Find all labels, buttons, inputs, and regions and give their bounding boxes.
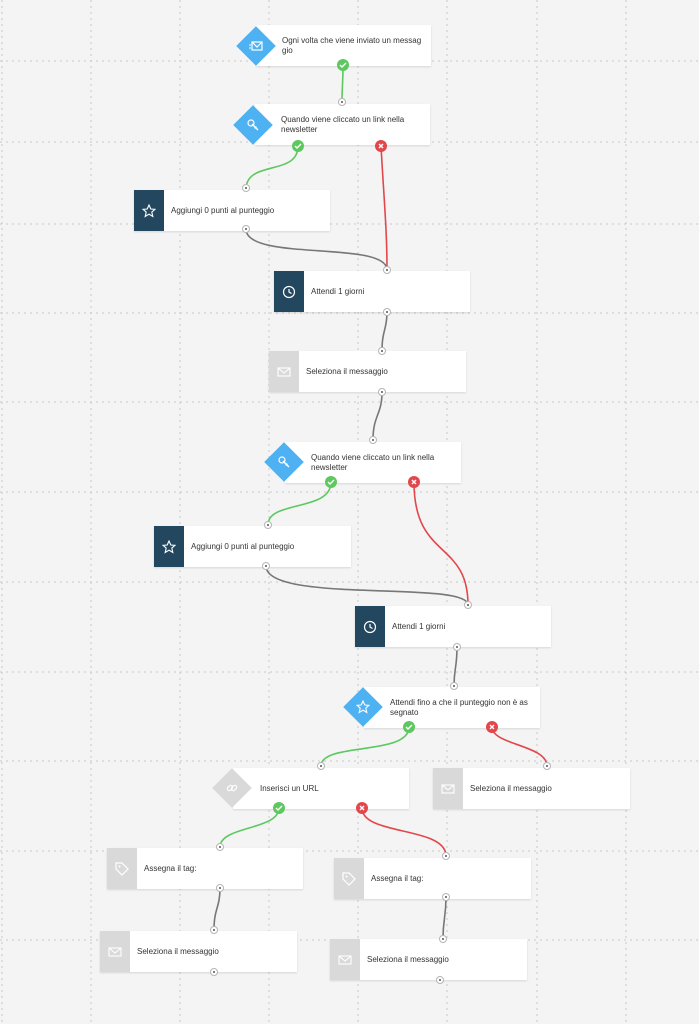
yes-check-icon[interactable]: [292, 140, 304, 152]
clock-icon: [363, 620, 377, 633]
node-label: Quando viene cliccato un link nella news…: [311, 452, 435, 472]
connection-port[interactable]: [453, 643, 461, 651]
node-label: Attendi fino a che il punteggio non è as…: [390, 697, 528, 717]
action-icon-box: [100, 931, 130, 972]
connection-port[interactable]: [436, 976, 444, 984]
condition-diamond[interactable]: [212, 768, 252, 808]
connection-port[interactable]: [543, 762, 551, 770]
no-cross-icon[interactable]: [486, 721, 498, 733]
clock-icon: [282, 285, 296, 298]
action-icon-box: [330, 939, 360, 980]
connection-port[interactable]: [264, 521, 272, 529]
yes-check-icon[interactable]: [273, 802, 285, 814]
connection-port[interactable]: [378, 347, 386, 355]
node-label: Seleziona il messaggio: [470, 783, 552, 793]
connection-port[interactable]: [464, 601, 472, 609]
node-label: Assegna il tag:: [144, 863, 197, 873]
condition-insert-url[interactable]: Inserisci un URL: [233, 768, 409, 809]
connection-port[interactable]: [450, 682, 458, 690]
mail-icon: [108, 946, 122, 957]
link-icon: [218, 774, 246, 802]
action-icon-box: [134, 190, 164, 231]
star-icon: [349, 693, 377, 721]
condition-link-click[interactable]: Quando viene cliccato un link nella news…: [255, 104, 430, 145]
star-icon: [162, 539, 176, 554]
no-cross-icon[interactable]: [356, 802, 368, 814]
no-cross-icon[interactable]: [375, 140, 387, 152]
connection-port[interactable]: [210, 968, 218, 976]
tag-icon: [342, 871, 356, 886]
no-cross-icon[interactable]: [408, 476, 420, 488]
action-icon-box: [433, 768, 463, 809]
connection-port[interactable]: [216, 843, 224, 851]
mail-icon: [277, 366, 291, 377]
node-label: Attendi 1 giorni: [311, 286, 365, 296]
mail-icon: [338, 954, 352, 965]
node-label: Assegna il tag:: [371, 873, 424, 883]
connection-port[interactable]: [442, 893, 450, 901]
node-label: Inserisci un URL: [260, 783, 319, 793]
action-assign-tag-2[interactable]: Assegna il tag:: [334, 858, 531, 899]
node-label: Attendi 1 giorni: [392, 621, 446, 631]
condition-link-click-2[interactable]: Quando viene cliccato un link nella news…: [285, 442, 461, 483]
node-label: Ogni volta che viene inviato un messag g…: [282, 35, 422, 55]
action-icon-box: [154, 526, 184, 567]
action-icon-box: [355, 606, 385, 647]
condition-wait-score[interactable]: Attendi fino a che il punteggio non è as…: [364, 687, 540, 728]
action-icon-box: [274, 271, 304, 312]
action-add-points-2[interactable]: Aggiungi 0 punti al punteggio: [154, 526, 351, 567]
condition-diamond[interactable]: [233, 105, 273, 145]
action-select-message-4[interactable]: Seleziona il messaggio: [330, 939, 527, 980]
connection-port[interactable]: [369, 436, 377, 444]
connection-port[interactable]: [317, 762, 325, 770]
connection-port[interactable]: [383, 266, 391, 274]
action-icon-box: [107, 848, 137, 889]
link-click-icon: [239, 111, 267, 139]
trigger-diamond[interactable]: [236, 26, 276, 66]
action-wait-days-2[interactable]: Attendi 1 giorni: [355, 606, 551, 647]
action-select-message-3[interactable]: Seleziona il messaggio: [100, 931, 297, 972]
condition-diamond[interactable]: [343, 687, 383, 727]
action-assign-tag[interactable]: Assegna il tag:: [107, 848, 303, 889]
connection-port[interactable]: [442, 852, 450, 860]
star-icon: [142, 203, 156, 218]
node-label: Aggiungi 0 punti al punteggio: [191, 541, 295, 551]
node-label: Seleziona il messaggio: [306, 366, 388, 376]
connection-port[interactable]: [262, 562, 270, 570]
mail-send-icon: [242, 32, 270, 60]
condition-diamond[interactable]: [264, 442, 304, 482]
connection-port[interactable]: [439, 935, 447, 943]
connection-port[interactable]: [242, 184, 250, 192]
action-select-message-2[interactable]: Seleziona il messaggio: [433, 768, 630, 809]
connection-port[interactable]: [378, 388, 386, 396]
action-icon-box: [269, 351, 299, 392]
node-label: Aggiungi 0 punti al punteggio: [171, 205, 275, 215]
action-add-points[interactable]: Aggiungi 0 punti al punteggio: [134, 190, 330, 231]
mail-icon: [441, 783, 455, 794]
node-label: Quando viene cliccato un link nella news…: [281, 114, 405, 134]
action-select-message[interactable]: Seleziona il messaggio: [269, 351, 466, 392]
connection-port[interactable]: [383, 308, 391, 316]
action-wait-days[interactable]: Attendi 1 giorni: [274, 271, 470, 312]
connection-port[interactable]: [338, 98, 346, 106]
node-label: Seleziona il messaggio: [367, 954, 449, 964]
yes-check-icon[interactable]: [403, 721, 415, 733]
connection-port[interactable]: [216, 884, 224, 892]
link-click-icon: [270, 448, 298, 476]
action-icon-box: [334, 858, 364, 899]
node-label: Seleziona il messaggio: [137, 946, 219, 956]
yes-check-icon[interactable]: [337, 59, 349, 71]
yes-check-icon[interactable]: [325, 476, 337, 488]
connection-port[interactable]: [210, 926, 218, 934]
tag-icon: [115, 861, 129, 876]
connection-port[interactable]: [242, 225, 250, 233]
